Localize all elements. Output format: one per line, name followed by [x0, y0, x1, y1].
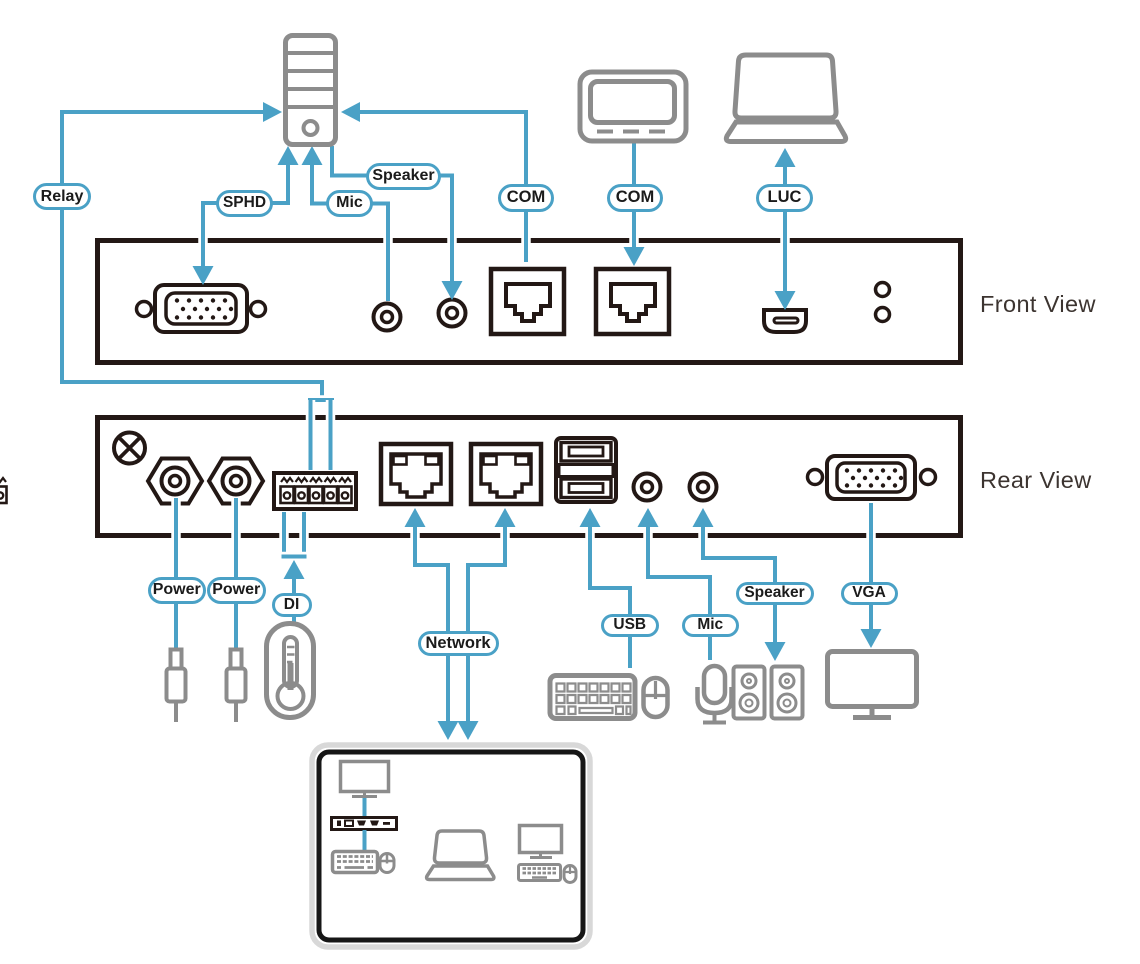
com-serial-port-front-2: [596, 269, 669, 334]
label-com-2: COM: [607, 184, 663, 212]
lan-laptop-icon: [424, 829, 496, 882]
lan-computer-2: [517, 823, 578, 884]
vga-pins: [844, 468, 904, 488]
front-indicator-holes: [873, 280, 892, 324]
label-power-1: Power: [147, 577, 206, 604]
com-serial-port-front-1: [488, 266, 567, 337]
mic-jack-front: [371, 301, 403, 333]
arrow-down-icon: [457, 721, 479, 740]
laptop-icon: [723, 52, 849, 144]
mic-jack-rear: [631, 471, 663, 503]
arrow-up-icon: [404, 508, 426, 527]
ground-screw-icon: [112, 430, 147, 466]
monitor-icon: [517, 823, 564, 855]
label-relay: Relay: [33, 183, 91, 210]
arrow-up-icon: [692, 508, 714, 527]
arrow-down-icon: [764, 642, 786, 661]
com1-connection: [352, 107, 531, 262]
screw-hole-icon: [918, 467, 938, 487]
monitor-icon: [338, 759, 391, 794]
arrow-down-icon: [437, 721, 459, 740]
arrow-up-icon: [301, 146, 323, 165]
label-vga: VGA: [840, 581, 898, 605]
vga-pins: [174, 298, 234, 320]
label-luc: LUC: [756, 184, 813, 212]
mouse-icon: [562, 864, 578, 884]
mouse-icon: [641, 675, 670, 720]
rear-view-label: Rear View: [980, 467, 1092, 493]
vga-port-rear: [805, 454, 938, 501]
arrow-down-icon: [441, 281, 463, 300]
microphone-icon: [695, 663, 734, 725]
speaker-jack-rear: [687, 471, 719, 503]
speaker-jack-front: [436, 297, 468, 329]
lan-computer-1: [330, 759, 398, 875]
label-com-1: COM: [498, 184, 554, 212]
sphd-vga-port-front: [134, 283, 268, 334]
network-devices-box: [309, 742, 593, 950]
speakers-icon: [731, 664, 805, 721]
screw-hole-icon: [248, 299, 268, 319]
arrow-down-icon: [623, 247, 645, 266]
label-di: DI: [271, 592, 312, 617]
kvm-switch-icon: [330, 816, 398, 831]
arrow-up-icon: [579, 508, 601, 527]
arrow-down-icon: [860, 629, 882, 648]
relay-connection: [57, 107, 336, 470]
label-sphd: SPHD: [216, 189, 273, 217]
usb-connection: [585, 523, 635, 668]
power-button-icon: [301, 119, 320, 137]
label-power-2: Power: [207, 577, 266, 604]
label-speaker-rear: Speaker: [735, 581, 814, 605]
terminal-block-icon: [0, 471, 358, 511]
arrow-up-icon: [494, 508, 516, 527]
desktop-pc-icon: [283, 33, 338, 147]
arrow-up-icon: [283, 560, 305, 579]
arrow-down-icon: [774, 291, 796, 310]
label-mic-front: Mic: [326, 189, 373, 217]
luc-mini-port-front: [762, 308, 808, 334]
label-mic-rear: Mic: [682, 613, 739, 637]
keyboard-icon: [547, 673, 638, 721]
front-view-label: Front View: [980, 291, 1096, 317]
arrow-left-icon: [341, 102, 360, 122]
arrow-heads: [192, 102, 882, 740]
di-sensor-icon: [264, 621, 316, 720]
arrow-up-icon: [774, 148, 796, 167]
arrow-right-icon: [263, 102, 282, 122]
power-plug-icon-2: [224, 647, 248, 724]
network-connection-2: [463, 523, 510, 723]
power-plug-icon-1: [164, 647, 188, 722]
usb-ports-rear: [554, 436, 618, 504]
screw-hole-icon: [134, 299, 154, 319]
network-connection-1: [410, 523, 453, 723]
keyboard-icon: [330, 849, 380, 875]
keyboard-icon: [517, 863, 562, 882]
screw-hole-icon: [805, 467, 825, 487]
dc-power-jack-2: [207, 456, 265, 506]
mouse-icon: [378, 852, 396, 874]
monitor-icon: [825, 649, 919, 720]
com-device-icon: [577, 69, 689, 144]
label-usb: USB: [601, 613, 659, 637]
arrow-up-icon: [277, 146, 299, 165]
arrow-down-icon: [192, 266, 214, 285]
lan-port-rear-1: [378, 441, 454, 507]
dc-power-jack-1: [145, 456, 205, 506]
arrow-up-icon: [637, 508, 659, 527]
label-speaker-front: Speaker: [366, 162, 441, 190]
label-network: Network: [417, 630, 499, 656]
lan-port-rear-2: [471, 444, 541, 504]
rear-panel: [95, 415, 963, 538]
